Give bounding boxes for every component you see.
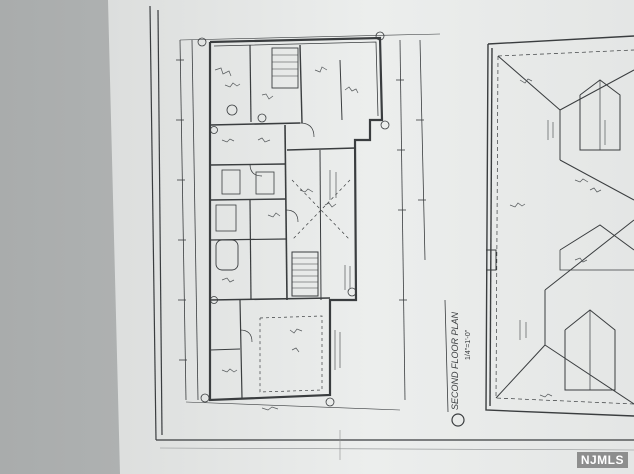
roof-plan-annotations — [509, 78, 606, 398]
floor-plan-annotations — [214, 66, 359, 411]
plan-scale: 1/4"=1'-0" — [465, 329, 472, 360]
plan-title-block: SECOND FLOOR PLAN 1/4"=1'-0" — [444, 299, 472, 427]
plan-title: SECOND FLOOR PLAN — [450, 311, 460, 410]
dimension-marks — [176, 59, 426, 361]
floor-plan-drawing — [179, 31, 441, 411]
roof-plan-drawing — [485, 35, 634, 417]
sheet-bottom-lines — [159, 430, 634, 460]
watermark: NJMLS — [576, 452, 628, 468]
sheet-border — [149, 5, 634, 441]
paper-sheet — [108, 0, 634, 474]
